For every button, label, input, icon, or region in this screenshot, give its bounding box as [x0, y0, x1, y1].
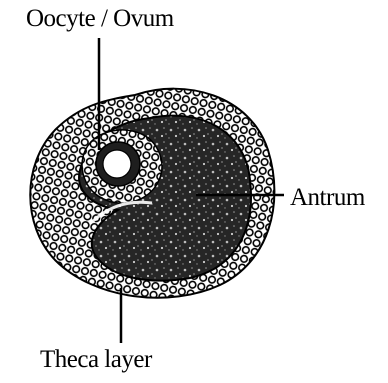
oocyte-label: Oocyte / Ovum	[26, 6, 174, 31]
theca-layer-label: Theca layer	[40, 347, 152, 372]
antrum-label: Antrum	[290, 185, 365, 210]
oocyte-cell	[103, 150, 131, 178]
